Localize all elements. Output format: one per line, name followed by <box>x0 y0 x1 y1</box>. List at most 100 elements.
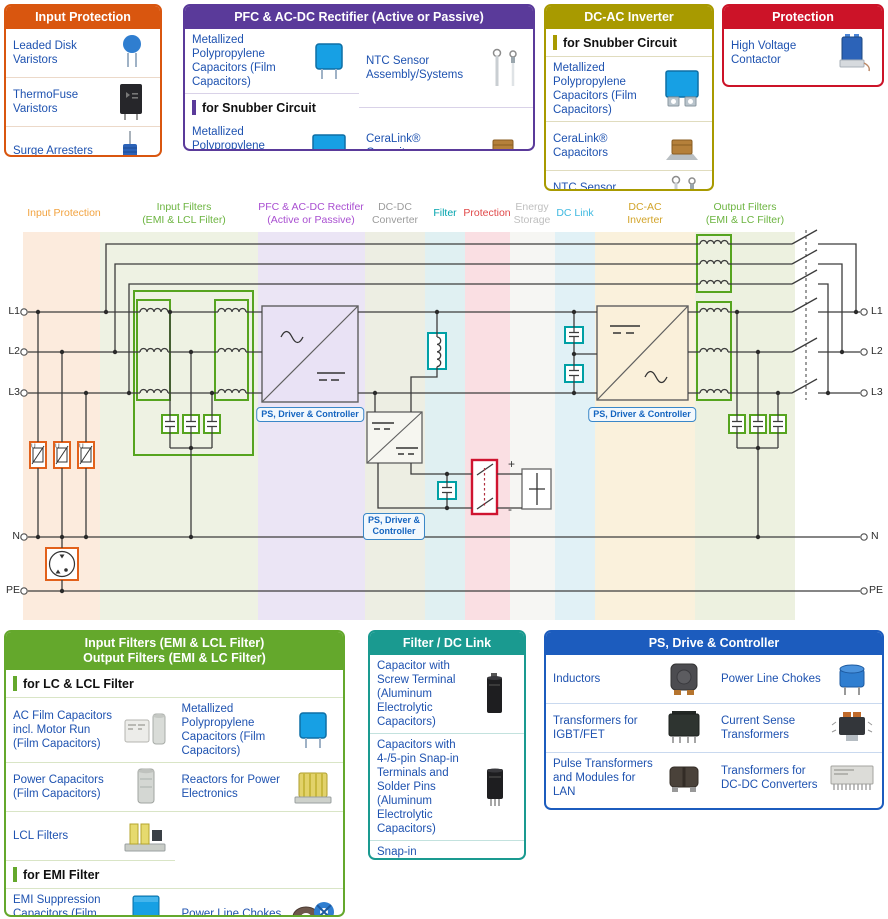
link-label[interactable]: EMI Suppression Capacitors (Film Capacit… <box>13 894 101 917</box>
link-label[interactable]: Capacitor with Screw Terminal (Aluminum … <box>377 660 456 729</box>
link-label[interactable]: Metallized Polypropylene Capacitors (Fil… <box>192 34 276 89</box>
capacitor-plates <box>165 327 783 499</box>
link-inductors[interactable]: Inductors <box>546 655 714 704</box>
link-emi-suppression-capacitors[interactable]: EMI Suppression Capacitors (Film Capacit… <box>6 888 175 917</box>
link-metallized-polypropylene-capacitors-snubber[interactable]: Metallized Polypropylene Capacitors (Fil… <box>185 121 359 151</box>
link-transformers-igbt-fet[interactable]: Transformers for IGBT/FET <box>546 704 714 753</box>
section-bar <box>192 100 196 116</box>
link-ceralink-capacitors[interactable]: CeraLink® Capacitors <box>546 122 712 172</box>
link-transformers-dcdc[interactable]: Transformers for DC-DC Converters <box>714 753 882 803</box>
filter-dc-link-box-title: Filter / DC Link <box>370 632 524 655</box>
screw-terminal-capacitor-icon <box>471 673 517 714</box>
input-protection-box: Input Protection Leaded Disk Varistors T… <box>4 4 162 157</box>
ntc-sensor-icon <box>480 48 526 88</box>
column-label-output-filters: Output Filters(EMI & LC Filter) <box>705 200 785 226</box>
section-bar <box>13 867 17 883</box>
terminal-l1-left: L1 <box>8 305 20 317</box>
terminal-l2-right: L2 <box>871 345 883 357</box>
link-leaded-disk-varistors[interactable]: Leaded Disk Varistors <box>6 29 160 78</box>
ac-film-capacitor-icon <box>122 710 168 750</box>
link-metallized-polypropylene-capacitors[interactable]: Metallized Polypropylene Capacitors (Fil… <box>185 29 359 95</box>
link-power-line-chokes-ps[interactable]: Power Line Chokes <box>714 655 882 704</box>
link-label[interactable]: Leaded Disk Varistors <box>13 39 77 66</box>
terminal-l3-right: L3 <box>871 386 883 398</box>
output-filter-box <box>696 234 732 401</box>
dc-ac-inverter-block <box>596 305 689 401</box>
snubber-film-capacitor-icon <box>306 133 352 149</box>
plus-mark: + <box>508 457 516 471</box>
link-label[interactable]: NTC Sensor Assembly/Systems <box>366 54 464 81</box>
link-current-sense-transformers[interactable]: Current Sense Transformers <box>714 704 882 753</box>
link-snapin-pin-capacitor[interactable]: Capacitors with 4-/5-pin Snap-in Termina… <box>370 734 524 842</box>
link-power-capacitors[interactable]: Power Capacitors (Film Capacitors) <box>6 763 175 813</box>
filter-dc-link-box: Filter / DC Link Capacitor with Screw Te… <box>368 630 526 860</box>
link-ac-film-capacitors[interactable]: AC Film Capacitors incl. Motor Run (Film… <box>6 697 175 764</box>
dc-protection-switch-box <box>470 458 499 516</box>
thermofuse-varistor-icon <box>107 82 153 122</box>
link-label[interactable]: Metallized Polypropylene Capacitors (Fil… <box>181 703 266 758</box>
ps-driver-controller-label-dcdc: PS, Driver &Controller <box>362 513 426 540</box>
link-label[interactable]: Metallized Polypropylene Capacitors (Fil… <box>553 62 637 117</box>
link-ntc-sensor-assembly[interactable]: NTC Sensor Assembly/Systems <box>359 29 533 108</box>
link-label[interactable]: Surge Arresters <box>13 144 93 157</box>
link-label[interactable]: Capacitors with 4-/5-pin Snap-in Termina… <box>377 739 459 836</box>
link-lcl-filters[interactable]: LCL Filters <box>6 812 175 862</box>
link-label[interactable]: Metallized Polypropylene Capacitors (Fil… <box>192 126 265 151</box>
circuit-svg <box>20 229 868 595</box>
link-label[interactable]: CeraLink® Capacitors <box>366 133 421 149</box>
lc-lcl-section-header: for LC & LCL Filter <box>6 670 343 697</box>
dc-ac-inverter-box: DC-AC Inverter for Snubber Circuit Metal… <box>544 4 714 191</box>
link-label[interactable]: CeraLink® Capacitors <box>553 133 608 160</box>
snubber-film-capacitor-icon <box>659 69 705 109</box>
protection-box: Protection High Voltage Contactor <box>722 4 884 87</box>
link-label[interactable]: Reactors for Power Electronics <box>181 774 280 801</box>
pfc-rectifier-box: PFC & AC-DC Rectifier (Active or Passive… <box>183 4 535 151</box>
link-label[interactable]: Power Line Chokes <box>181 908 282 917</box>
link-label[interactable]: Current Sense Transformers <box>721 714 796 741</box>
link-label[interactable]: Snap-in Capacitors (Aluminum Electrolyti… <box>377 846 417 859</box>
link-screw-terminal-capacitor[interactable]: Capacitor with Screw Terminal (Aluminum … <box>370 655 524 735</box>
link-thermofuse-varistors[interactable]: ThermoFuse Varistors <box>6 78 160 127</box>
link-label[interactable]: AC Film Capacitors incl. Motor Run (Film… <box>13 710 113 751</box>
section-bar <box>13 676 17 691</box>
link-snapin-capacitor[interactable]: Snap-in Capacitors (Aluminum Electrolyti… <box>370 841 524 859</box>
band-energy-storage <box>510 232 555 620</box>
band-pfc-rectifier <box>258 232 365 620</box>
link-pulse-transformers-lan[interactable]: Pulse Transformers and Modules for LAN <box>546 753 714 803</box>
toroid-choke-icon <box>290 894 336 915</box>
surge-arrester-icon <box>107 131 153 155</box>
link-surge-arresters[interactable]: Surge Arresters <box>6 127 160 157</box>
link-label[interactable]: Power Line Chokes <box>721 672 821 685</box>
link-high-voltage-contactor[interactable]: High Voltage Contactor <box>724 29 882 77</box>
ceralink-capacitor-icon <box>659 126 705 166</box>
link-label[interactable]: Pulse Transformers and Modules for LAN <box>553 758 653 799</box>
terminal-pe-left: PE <box>5 584 20 596</box>
surge-arrester-box <box>45 547 79 581</box>
link-metallized-polypropylene-capacitors-snubber[interactable]: Metallized Polypropylene Capacitors (Fil… <box>546 57 712 123</box>
ps-drive-controller-box: PS, Drive & Controller Inductors Power L… <box>544 630 884 810</box>
link-power-line-chokes[interactable]: Power Line Chokes <box>174 888 343 917</box>
link-label[interactable]: ThermoFuse Varistors <box>13 88 79 115</box>
terminal-l3-left: L3 <box>8 386 20 398</box>
link-label[interactable]: Power Capacitors (Film Capacitors) <box>13 774 104 801</box>
power-line-choke-icon <box>829 659 875 699</box>
link-label[interactable]: Inductors <box>553 672 601 685</box>
link-ceralink-capacitors[interactable]: CeraLink® Capacitors <box>359 108 533 149</box>
column-label-filter: Filter <box>433 207 457 220</box>
link-label[interactable]: Transformers for IGBT/FET <box>553 714 638 741</box>
link-label[interactable]: LCL Filters <box>13 830 69 843</box>
transfer-switches <box>791 229 818 400</box>
link-ntc-sensor-assembly[interactable]: NTC Sensor Assembly/Systems <box>546 171 712 191</box>
power-capacitor-icon <box>122 767 168 807</box>
link-label[interactable]: NTC Sensor Assembly/Systems <box>553 182 617 191</box>
link-label[interactable]: Transformers for DC-DC Converters <box>721 765 818 792</box>
film-capacitor-icon <box>306 41 352 81</box>
ps-driver-controller-label-inverter: PS, Driver & Controller <box>588 407 696 423</box>
link-label[interactable]: High Voltage Contactor <box>731 39 797 66</box>
igbt-transformer-icon <box>661 708 707 748</box>
link-metallized-polypropylene-capacitors[interactable]: Metallized Polypropylene Capacitors (Fil… <box>174 697 343 764</box>
link-reactors-power-electronics[interactable]: Reactors for Power Electronics <box>174 763 343 813</box>
